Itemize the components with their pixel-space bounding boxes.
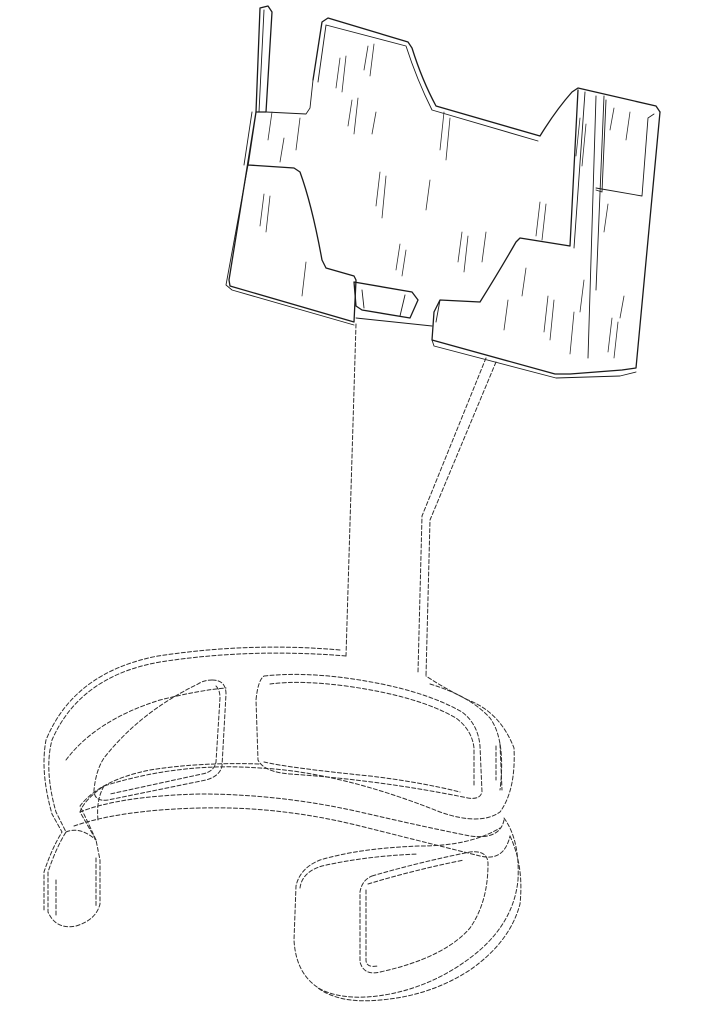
device-holder: [225, 5, 661, 379]
stem-right-edge-inner: [417, 357, 487, 673]
holder-left-wall-edge: [225, 111, 355, 326]
holder-bottom-slot: [353, 281, 419, 319]
stem: [345, 323, 497, 677]
strap-left-window-inner: [109, 685, 221, 795]
holder-base-edge: [431, 339, 637, 379]
strap-front-lower: [79, 743, 505, 838]
holder-left-wall: [228, 111, 357, 323]
strap-lower-loop-inner: [299, 853, 419, 889]
strap-lower-loop-2: [317, 835, 522, 1002]
stem-left-edge: [345, 323, 357, 657]
strap-lower-loop: [293, 817, 519, 998]
strap-lower-window-inner: [365, 859, 465, 967]
strap-left-window: [93, 679, 227, 801]
stem-right-edge-outer: [425, 361, 497, 677]
strap-right-window: [255, 673, 483, 799]
holder-right-wall: [431, 89, 661, 375]
holder-bottom-slot-inner: [355, 289, 441, 327]
strap-left-tab: [55, 829, 97, 917]
strap-front-lower-2: [73, 807, 511, 858]
holder-left-notch: [265, 79, 314, 115]
holder-right-notch: [595, 99, 607, 193]
strap-inner-top: [65, 683, 503, 841]
holder-left-post-inner: [258, 9, 265, 113]
strap-band: [43, 646, 522, 1002]
holder-left-post: [255, 5, 273, 113]
strap-outer-top-2: [43, 646, 341, 913]
holder-back-panel: [312, 17, 661, 137]
holder-right-wall-inner: [573, 91, 655, 359]
strap-outer-top: [47, 652, 515, 928]
holder-shading: [259, 43, 631, 359]
holder-back-panel-inner: [317, 24, 539, 142]
strap-right-window-inner: [263, 681, 475, 793]
strap-lower-window: [359, 851, 489, 974]
